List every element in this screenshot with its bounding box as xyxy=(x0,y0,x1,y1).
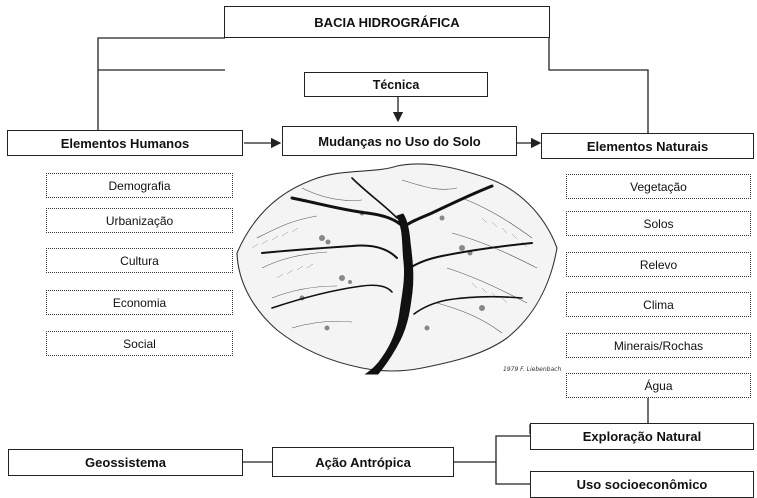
title-right-connector xyxy=(549,38,648,135)
humanos-item-urbanizacao: Urbanização xyxy=(46,208,233,233)
humanos-item-label: Demografia xyxy=(108,179,170,193)
uso-socioeconomico-label: Uso socioeconômico xyxy=(577,477,708,492)
naturais-item-label: Clima xyxy=(643,298,674,312)
naturais-item-label: Minerais/Rochas xyxy=(614,339,703,353)
humanos-item-label: Economia xyxy=(113,296,166,310)
naturais-item-minerais-rochas: Minerais/Rochas xyxy=(566,333,751,358)
naturais-item-relevo: Relevo xyxy=(566,252,751,277)
elementos-humanos-label: Elementos Humanos xyxy=(61,136,190,151)
mudancas-label: Mudanças no Uso do Solo xyxy=(318,134,481,149)
naturais-item-agua: Água xyxy=(566,373,751,398)
naturais-item-label: Relevo xyxy=(640,258,677,272)
humanos-item-economia: Economia xyxy=(46,290,233,315)
humanos-item-social: Social xyxy=(46,331,233,356)
river-basin-illustration xyxy=(232,158,562,376)
acao-antropica-label: Ação Antrópica xyxy=(315,455,411,470)
title-box: BACIA HIDROGRÁFICA xyxy=(224,6,550,38)
exploracao-natural-box: Exploração Natural xyxy=(530,423,754,450)
geossistema-label: Geossistema xyxy=(85,455,166,470)
tecnica-box: Técnica xyxy=(304,72,488,97)
naturais-item-label: Água xyxy=(644,379,672,393)
naturais-item-solos: Solos xyxy=(566,211,751,236)
humanos-item-label: Urbanização xyxy=(106,214,173,228)
naturais-item-clima: Clima xyxy=(566,292,751,317)
elementos-humanos-box: Elementos Humanos xyxy=(7,130,243,156)
humanos-item-label: Cultura xyxy=(120,254,159,268)
mudancas-box: Mudanças no Uso do Solo xyxy=(282,126,517,156)
humanos-item-demografia: Demografia xyxy=(46,173,233,198)
naturais-item-vegetacao: Vegetação xyxy=(566,174,751,199)
acao-to-uso xyxy=(496,462,530,484)
geossistema-box: Geossistema xyxy=(8,449,243,476)
humanos-item-label: Social xyxy=(123,337,156,351)
exploracao-natural-label: Exploração Natural xyxy=(583,429,702,444)
elementos-naturais-box: Elementos Naturais xyxy=(541,133,754,159)
humanos-item-cultura: Cultura xyxy=(46,248,233,273)
uso-socioeconomico-box: Uso socioeconômico xyxy=(530,471,754,498)
title-left-connector xyxy=(98,38,225,130)
naturais-item-label: Solos xyxy=(643,217,673,231)
tecnica-label: Técnica xyxy=(373,78,420,92)
acao-antropica-box: Ação Antrópica xyxy=(272,447,454,477)
acao-to-exploracao xyxy=(454,436,530,462)
naturais-item-label: Vegetação xyxy=(630,180,687,194)
title-label: BACIA HIDROGRÁFICA xyxy=(314,15,459,30)
elementos-naturais-label: Elementos Naturais xyxy=(587,139,708,154)
illustration-signature: 1979 F. Liebenbach xyxy=(503,366,561,373)
